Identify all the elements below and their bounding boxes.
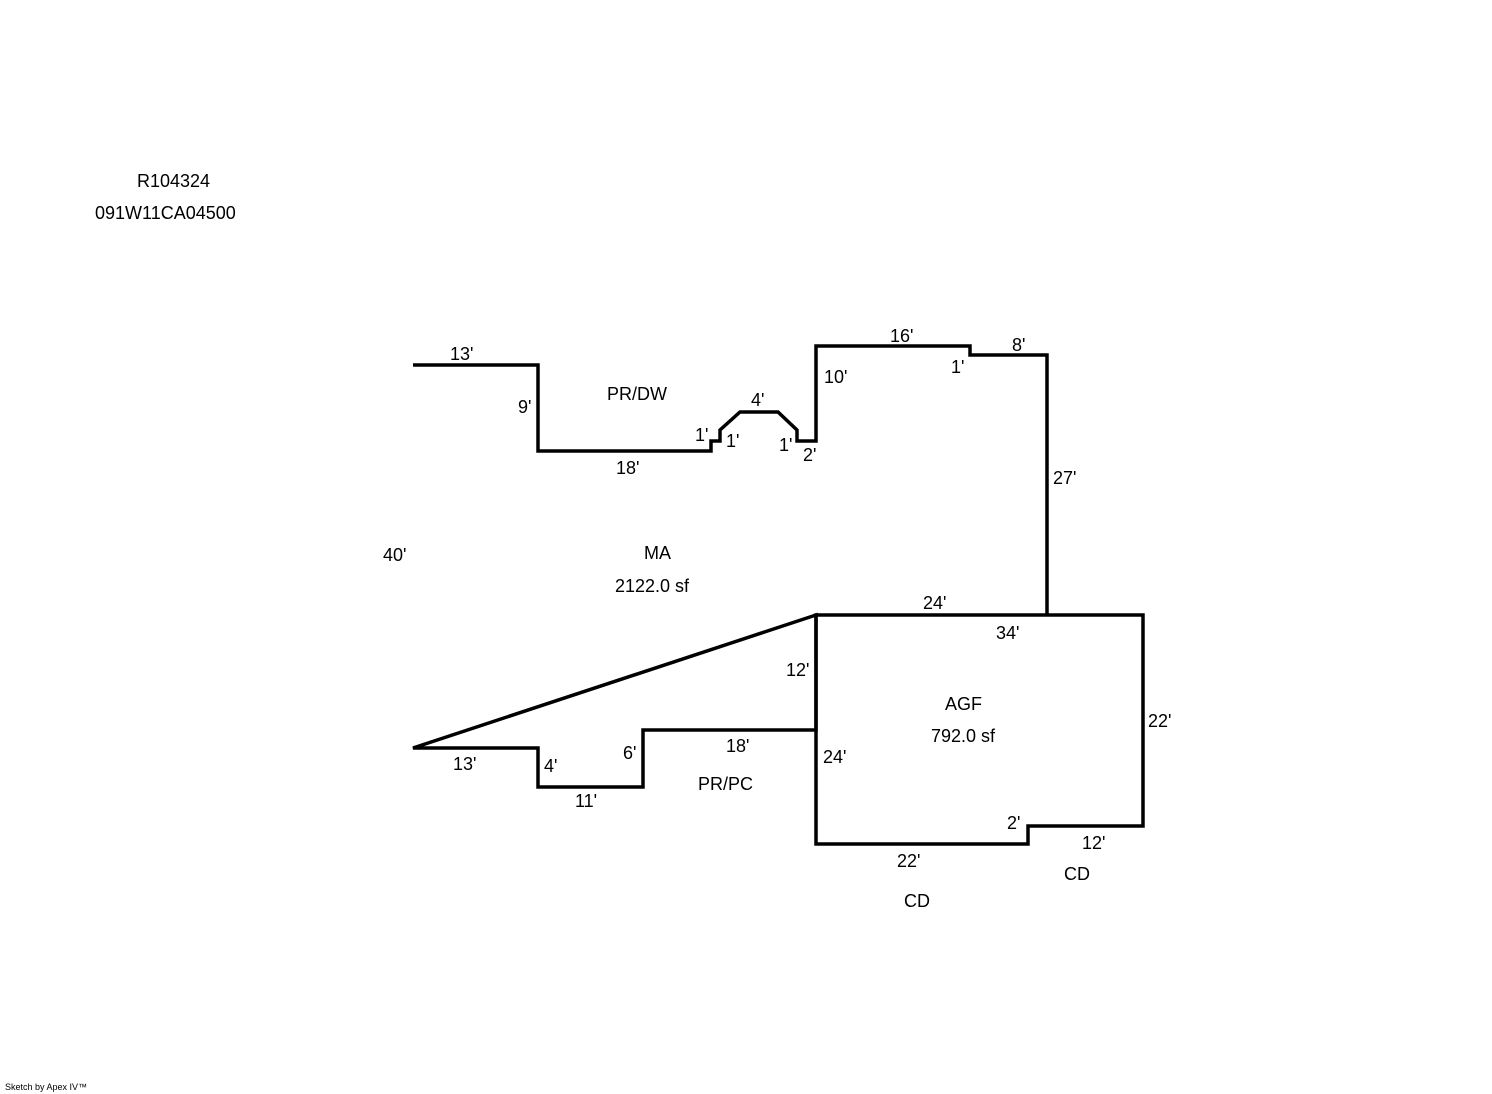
dim-label: 1' (726, 431, 739, 451)
dim-label: 8' (1012, 335, 1025, 355)
dim-label: 10' (824, 367, 847, 387)
dim-label: 2' (803, 445, 816, 465)
dim-label: 13' (453, 754, 476, 774)
ma-label: MA (644, 543, 671, 563)
dim-label: 16' (890, 326, 913, 346)
dim-label: 2' (1007, 813, 1020, 833)
agf-label: AGF (945, 694, 982, 714)
agf-area: 792.0 sf (931, 726, 996, 746)
cd-right-label: CD (1064, 864, 1090, 884)
dim-label: 24' (923, 593, 946, 613)
account-id: R104324 (137, 171, 211, 191)
dim-label: 11' (575, 791, 597, 811)
dim-label: 6' (623, 743, 636, 763)
dim-label: 18' (726, 736, 749, 756)
dim-label: 4' (751, 390, 764, 410)
dim-label: 13' (450, 344, 473, 364)
agf-outline (814, 613, 1145, 846)
dim-label: 22' (897, 851, 920, 871)
ma-outline (412, 344, 1049, 789)
dim-label: 12' (786, 660, 809, 680)
dim-label: 12' (1082, 833, 1105, 853)
parcel-id: 091W11CA04500 (95, 203, 236, 223)
dim-label: 24' (823, 747, 846, 767)
dim-label: 1' (779, 435, 792, 455)
dim-label: 27' (1053, 468, 1076, 488)
dim-label: 34' (996, 623, 1019, 643)
dim-label: 9' (518, 397, 531, 417)
ma-area: 2122.0 sf (615, 576, 690, 596)
dim-label: 40' (383, 545, 406, 565)
dim-label: 1' (695, 425, 708, 445)
dim-label: 4' (544, 756, 557, 776)
pr-dw-label: PR/DW (607, 384, 667, 404)
dim-label: 1' (951, 357, 964, 377)
pr-pc-label: PR/PC (698, 774, 753, 794)
dim-label: 22' (1148, 711, 1171, 731)
sketch-credit: Sketch by Apex IV™ (5, 1082, 88, 1092)
dim-label: 18' (616, 458, 639, 478)
cd-left-label: CD (904, 891, 930, 911)
